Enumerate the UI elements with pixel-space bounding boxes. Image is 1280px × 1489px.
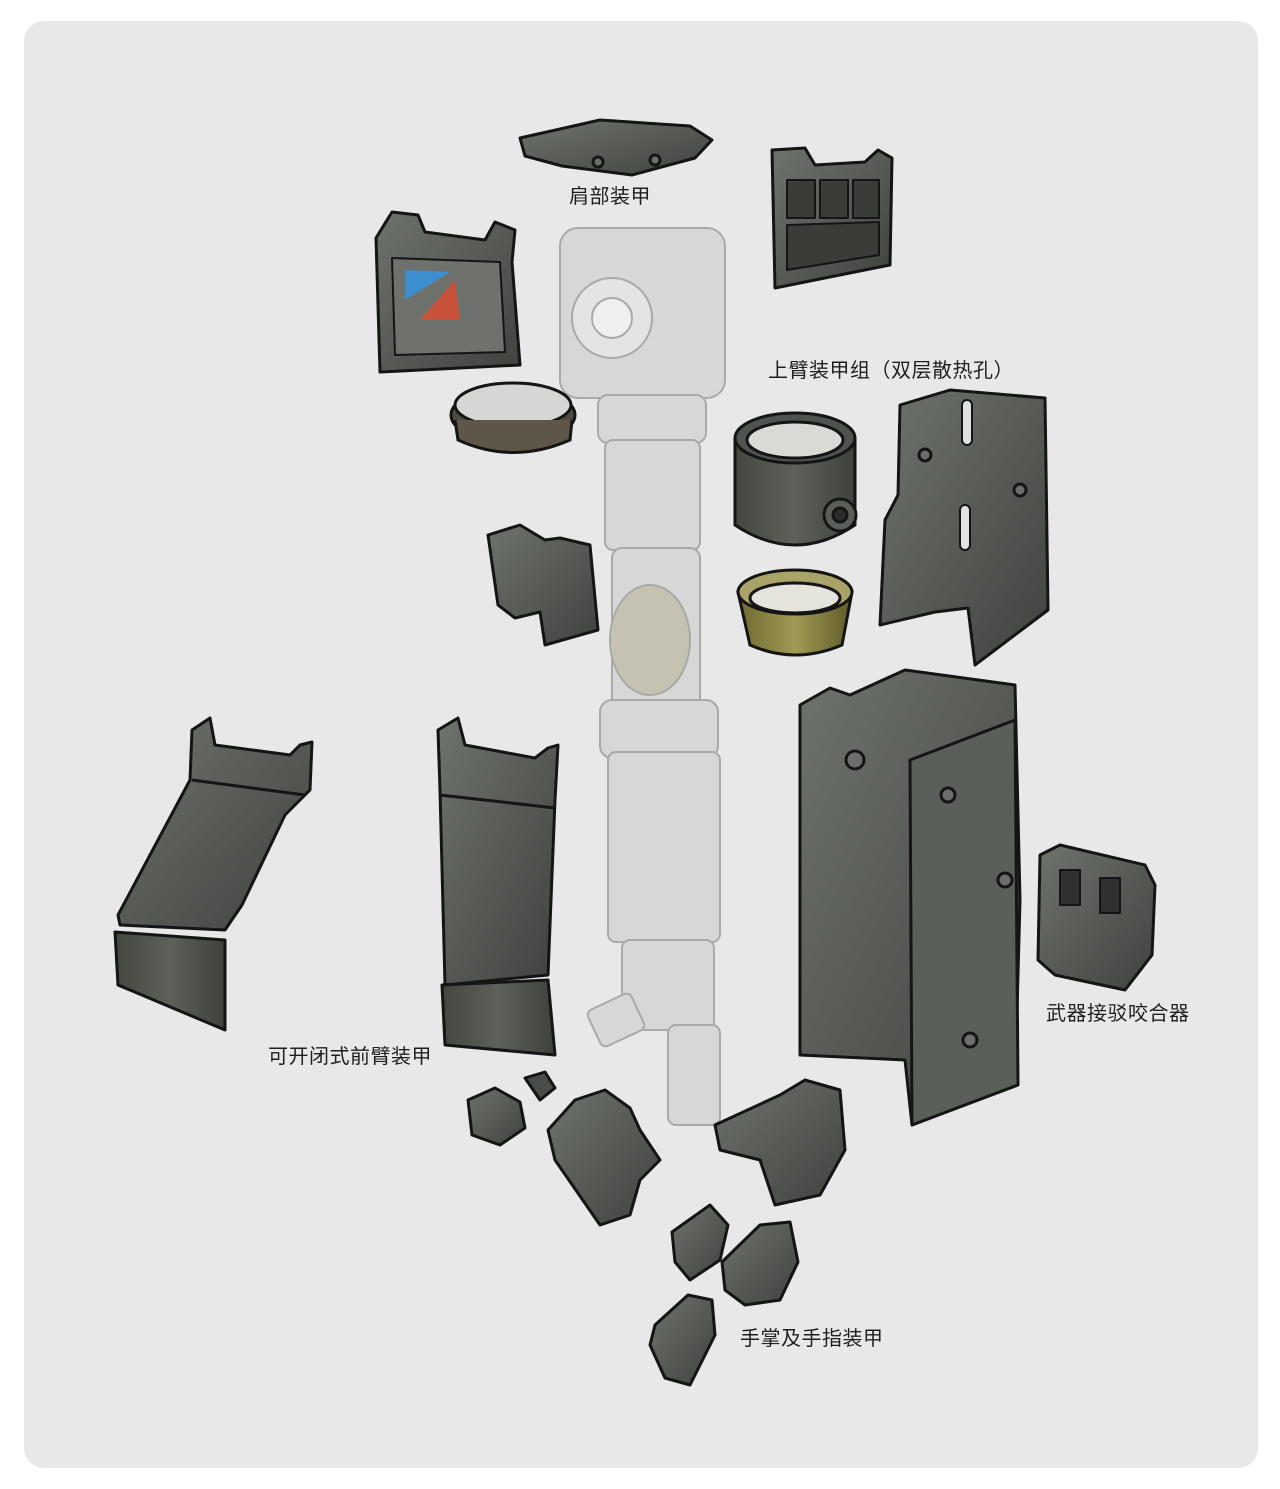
shoulder-armor-plate [518,118,714,177]
label-forearm-armor: 可开闭式前臂装甲 [268,1044,432,1068]
elbow-clip [486,523,600,647]
shoulder-ring [449,381,577,454]
upper-arm-cylinder [733,411,858,547]
forearm-outer-shell [798,668,1022,1127]
shoulder-side-panel-left [374,210,522,374]
shoulder-vent-panel-right [770,146,894,290]
hand-armor-pieces [466,1070,847,1387]
weapon-dock-clamp [1036,843,1157,992]
forearm-armor-closed [436,716,560,1057]
arm-skeleton [559,227,726,1126]
label-shoulder-armor: 肩部装甲 [569,184,651,208]
label-weapon-dock: 武器接驳咬合器 [1046,1001,1190,1025]
forearm-armor-open [113,716,314,1032]
label-upper-arm-armor: 上臂装甲组（双层散热孔） [768,358,1014,382]
upper-arm-bracket [878,388,1050,667]
upper-arm-inner-sleeve [736,568,854,657]
label-hand-armor: 手掌及手指装甲 [740,1326,884,1350]
